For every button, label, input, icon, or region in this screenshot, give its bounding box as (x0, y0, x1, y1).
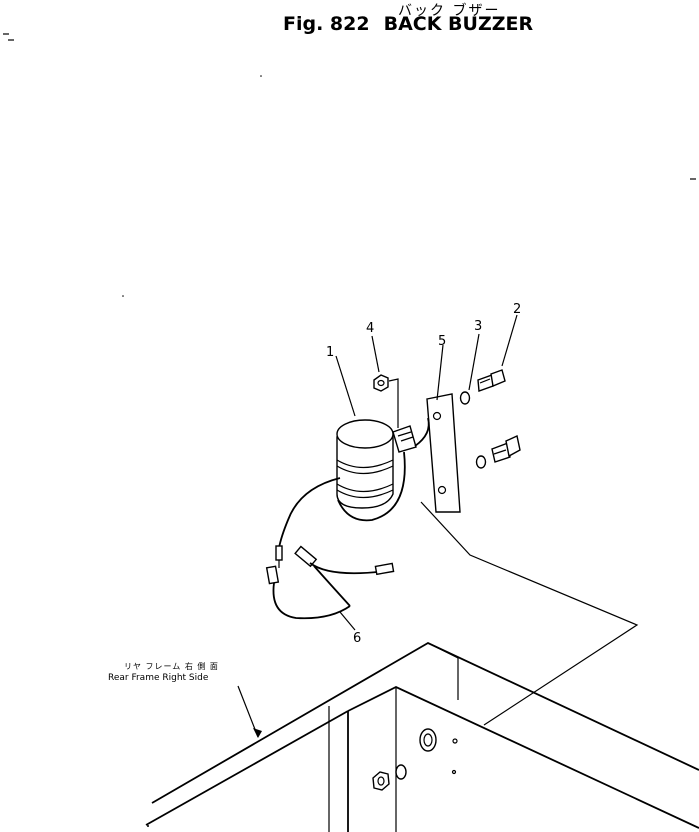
frame-label-english: Rear Frame Right Side (108, 673, 209, 683)
figure-name: BACK BUZZER (383, 13, 534, 35)
callout-3: 3 (474, 319, 482, 334)
callout-1: 1 (326, 345, 334, 360)
frame-label-japanese: リヤ フレーム 右 側 面 (124, 661, 219, 671)
figure-number: Fig. 822 (283, 13, 370, 35)
wiring-harness-part-6 (265, 545, 395, 631)
figure-title: Fig. 822 BACK BUZZER (283, 13, 533, 35)
scan-specks (3, 33, 696, 297)
callout-5: 5 (438, 334, 446, 349)
bolt-part-2 (477, 314, 521, 463)
callout-6: 6 (353, 631, 361, 646)
rear-frame (145, 641, 699, 832)
leader-line-5 (436, 344, 444, 401)
mounting-reference-line (420, 501, 639, 726)
callout-2: 2 (513, 302, 521, 317)
back-buzzer-part-1 (336, 419, 417, 509)
title-japanese: バック ブザー (398, 3, 501, 19)
frame-label-leader (237, 685, 259, 738)
buzzer-wires (275, 417, 430, 568)
callout-4: 4 (366, 321, 374, 336)
leader-line-1 (335, 355, 356, 417)
nut-part-4 (371, 335, 399, 428)
washer-part-3 (459, 333, 487, 469)
bracket-part-5 (426, 393, 461, 513)
frame-label-arrowhead (253, 728, 262, 738)
